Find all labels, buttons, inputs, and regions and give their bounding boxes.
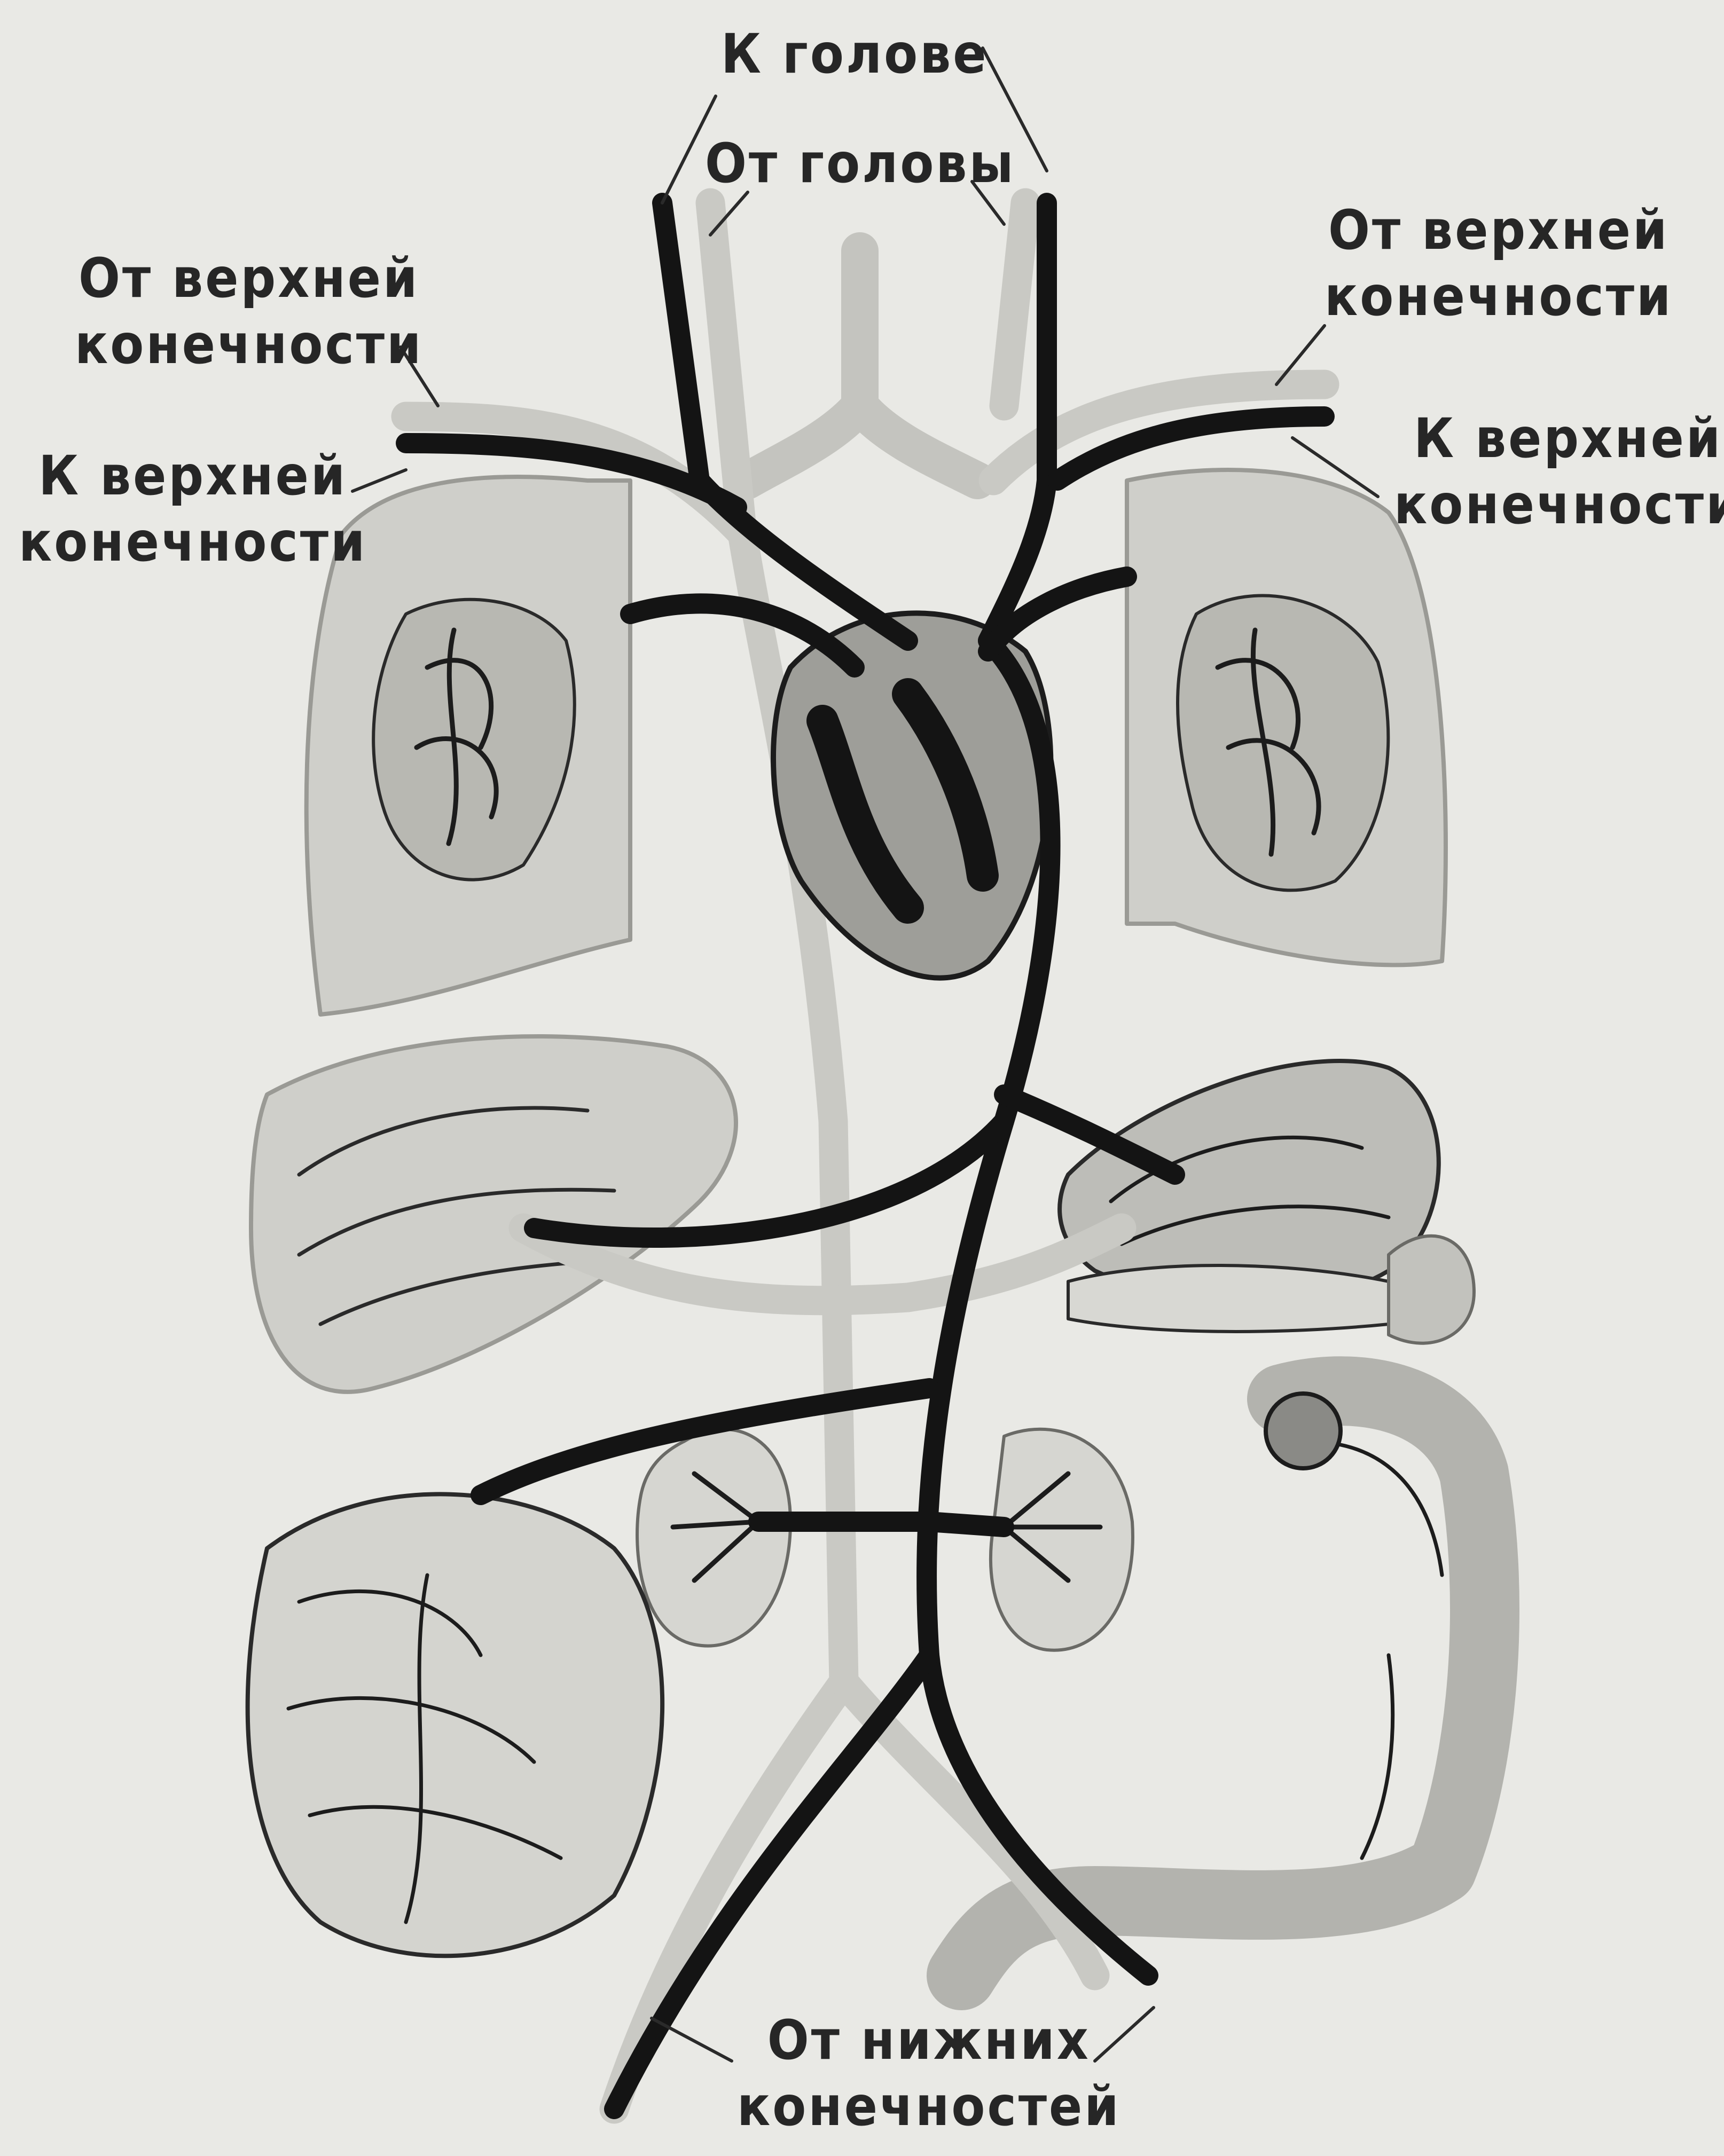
label-to-head: К голове [721, 21, 989, 88]
label-from-upper-limb-right: От верхней конечности [1325, 198, 1673, 330]
trachea [748, 251, 977, 481]
small-intestine [248, 1494, 662, 1956]
spleen [1389, 1236, 1474, 1343]
label-to-upper-limb-right: К верхней конечности [1394, 406, 1724, 538]
right-kidney [637, 1429, 790, 1646]
renal-arteries [758, 1522, 1004, 1527]
label-to-upper-limb-left: К верхней конечности [19, 443, 367, 576]
left-kidney [991, 1429, 1133, 1650]
leader-from-lower-limbs-left [652, 2018, 732, 2061]
label-from-head: От головы [705, 131, 1015, 197]
label-from-lower-limbs: От нижних конечностей [737, 2008, 1121, 2140]
pancreas [1068, 1265, 1389, 1332]
left-lung [1127, 470, 1446, 965]
liver [251, 1036, 736, 1392]
jugular-vein-left [1004, 203, 1025, 406]
label-from-upper-limb-left: От верхней конечности [75, 246, 423, 378]
colon-opening [1266, 1394, 1341, 1468]
